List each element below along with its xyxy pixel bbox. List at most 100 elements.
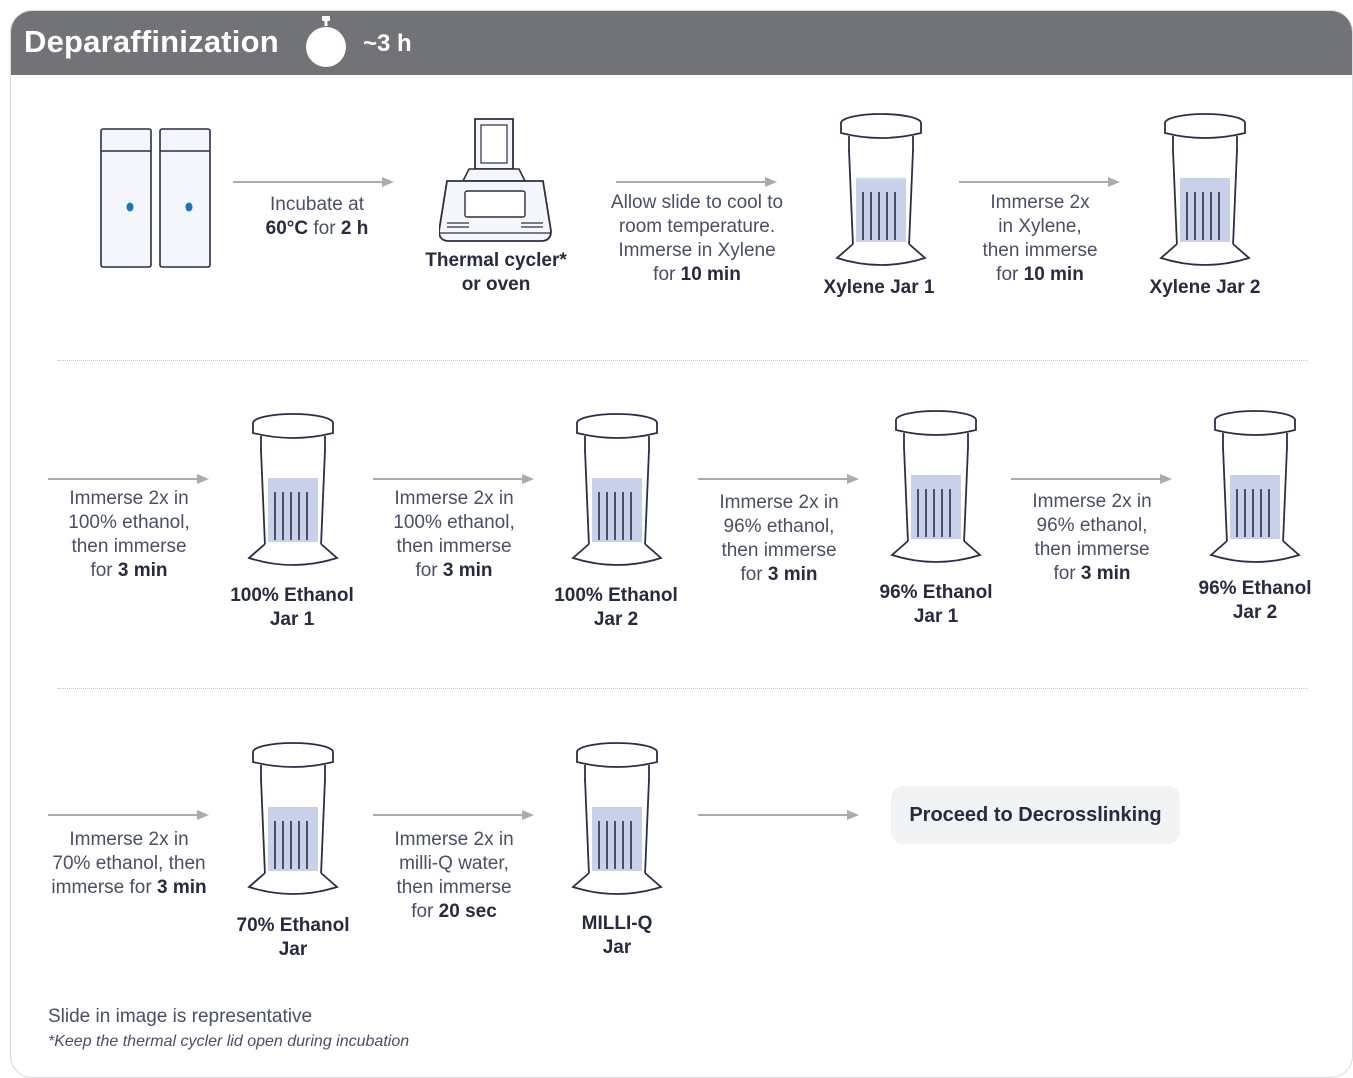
step-text-prefix: for xyxy=(996,264,1024,285)
label-line: 96% Ethanol xyxy=(879,582,993,603)
step-ethanol-100-text: Immerse 2x in 100% ethanol, then immerse… xyxy=(374,487,534,583)
arrow-icon xyxy=(233,175,395,193)
step-text-line: milli-Q water, xyxy=(399,853,509,874)
step-text-line: Immerse 2x in xyxy=(719,492,839,513)
step-text-line: Immerse 2x in xyxy=(1032,491,1152,512)
staining-jar-icon xyxy=(888,409,984,572)
step-text-line: 96% ethanol, xyxy=(1036,515,1148,536)
label-line: Jar 2 xyxy=(1232,602,1278,623)
thermal-cycler-icon xyxy=(438,115,553,248)
step-text-line: Immerse in Xylene xyxy=(618,240,776,261)
staining-jar-icon xyxy=(569,412,665,575)
step-cool-text: Allow slide to cool to room temperature.… xyxy=(587,191,807,287)
arrow-icon xyxy=(1011,472,1173,490)
step-text-line: Immerse 2x in xyxy=(69,829,189,850)
label-line: Jar 1 xyxy=(913,606,959,627)
jar-label: 100% Ethanol Jar 2 xyxy=(541,584,691,632)
step-milliq-text: Immerse 2x in milli-Q water, then immers… xyxy=(374,828,534,924)
step-duration: 2 h xyxy=(340,218,369,239)
label-line: 70% Ethanol xyxy=(236,915,350,936)
step-text-line: then immerse xyxy=(396,536,512,557)
arrow-icon xyxy=(959,175,1121,193)
thermal-cycler-label: Thermal cycler* or oven xyxy=(411,249,581,297)
staining-jar-icon xyxy=(833,112,929,275)
label-line: Thermal cycler* xyxy=(425,250,567,271)
deparaffinization-card: Deparaffinization ~3 h Incubate at 60°C … xyxy=(10,10,1353,1078)
arrow-icon xyxy=(616,175,778,193)
label-line: Jar 1 xyxy=(269,609,315,630)
arrow-icon xyxy=(373,808,535,826)
step-text-line: then immerse xyxy=(1034,539,1150,560)
label-line: MILLI-Q xyxy=(581,913,653,934)
step-text-line: 70% ethanol, then xyxy=(52,853,206,874)
row-divider xyxy=(58,360,1308,361)
staining-jar-icon xyxy=(1157,112,1253,275)
label-line: Jar xyxy=(278,939,308,960)
step-text-line: in Xylene, xyxy=(998,216,1082,237)
arrow-icon xyxy=(48,472,210,490)
proceed-to-decrosslinking-button[interactable]: Proceed to Decrosslinking xyxy=(891,786,1180,844)
jar-label: 70% Ethanol Jar xyxy=(223,914,363,962)
jar-label: 96% Ethanol Jar 1 xyxy=(866,581,1006,629)
representative-note: Slide in image is representative xyxy=(48,1006,313,1027)
step-duration: 20 sec xyxy=(438,901,497,922)
step-text-prefix: for xyxy=(1053,563,1081,584)
arrow-icon xyxy=(373,472,535,490)
staining-jar-icon xyxy=(1207,409,1303,572)
step-ethanol-70-text: Immerse 2x in 70% ethanol, then immerse … xyxy=(39,828,219,900)
jar-label: Xylene Jar 2 xyxy=(1135,276,1275,300)
step-text-line: 96% ethanol, xyxy=(723,516,835,537)
label-line: 100% Ethanol xyxy=(230,585,354,606)
step-text-prefix: for xyxy=(653,264,681,285)
staining-jar-icon xyxy=(245,412,341,575)
page-title: Deparaffinization xyxy=(24,24,279,59)
step-text-line: 100% ethanol, xyxy=(68,512,190,533)
step-text-line: Immerse 2x in xyxy=(394,488,514,509)
header-bar: Deparaffinization ~3 h xyxy=(11,11,1352,75)
step-duration: 3 min xyxy=(1080,563,1131,584)
step-text-prefix: for xyxy=(90,560,118,581)
step-temperature: 60°C xyxy=(265,218,309,239)
arrow-icon xyxy=(698,472,860,490)
label-line: or oven xyxy=(461,274,531,295)
step-text-joiner: for xyxy=(308,218,341,239)
proceed-label: Proceed to Decrosslinking xyxy=(909,803,1162,826)
arrow-icon xyxy=(698,808,860,826)
step-text-prefix: for xyxy=(415,560,443,581)
row-divider xyxy=(58,688,1308,689)
arrow-icon xyxy=(48,808,210,826)
label-line: Xylene Jar 2 xyxy=(1149,277,1261,298)
step-text-line: Allow slide to cool to xyxy=(610,192,784,213)
step-text-line: Immerse 2x xyxy=(990,192,1090,213)
step-text-line: 100% ethanol, xyxy=(393,512,515,533)
step-text-line: Incubate at xyxy=(269,194,365,215)
lid-footnote: *Keep the thermal cycler lid open during… xyxy=(48,1033,410,1050)
step-text-line: then immerse xyxy=(396,877,512,898)
duration-label: ~3 h xyxy=(363,30,412,57)
step-ethanol-100-text: Immerse 2x in 100% ethanol, then immerse… xyxy=(49,487,209,583)
step-ethanol-96-text: Immerse 2x in 96% ethanol, then immerse … xyxy=(699,491,859,587)
step-duration: 3 min xyxy=(117,560,168,581)
step-text-line: then immerse xyxy=(71,536,187,557)
step-text-prefix: immerse for xyxy=(51,877,157,898)
stopwatch-icon xyxy=(301,15,351,76)
step-text-prefix: for xyxy=(411,901,439,922)
label-line: 96% Ethanol xyxy=(1198,578,1312,599)
label-line: Xylene Jar 1 xyxy=(823,277,935,298)
label-line: 100% Ethanol xyxy=(554,585,678,606)
staining-jar-icon xyxy=(245,741,341,904)
glass-slides-icon xyxy=(99,127,215,276)
jar-label: 100% Ethanol Jar 1 xyxy=(217,584,367,632)
step-text-line: Immerse 2x in xyxy=(394,829,514,850)
step-text-line: then immerse xyxy=(982,240,1098,261)
step-incubate-text: Incubate at 60°C for 2 h xyxy=(237,193,397,241)
step-text-line: room temperature. xyxy=(618,216,776,237)
step-xylene-text: Immerse 2x in Xylene, then immerse for 1… xyxy=(960,191,1120,287)
staining-jar-icon xyxy=(569,741,665,904)
jar-label: 96% Ethanol Jar 2 xyxy=(1187,577,1323,625)
jar-label: MILLI-Q Jar xyxy=(557,912,677,960)
label-line: Jar 2 xyxy=(593,609,639,630)
step-text-line: then immerse xyxy=(721,540,837,561)
step-text-prefix: for xyxy=(740,564,768,585)
step-duration: 3 min xyxy=(767,564,818,585)
